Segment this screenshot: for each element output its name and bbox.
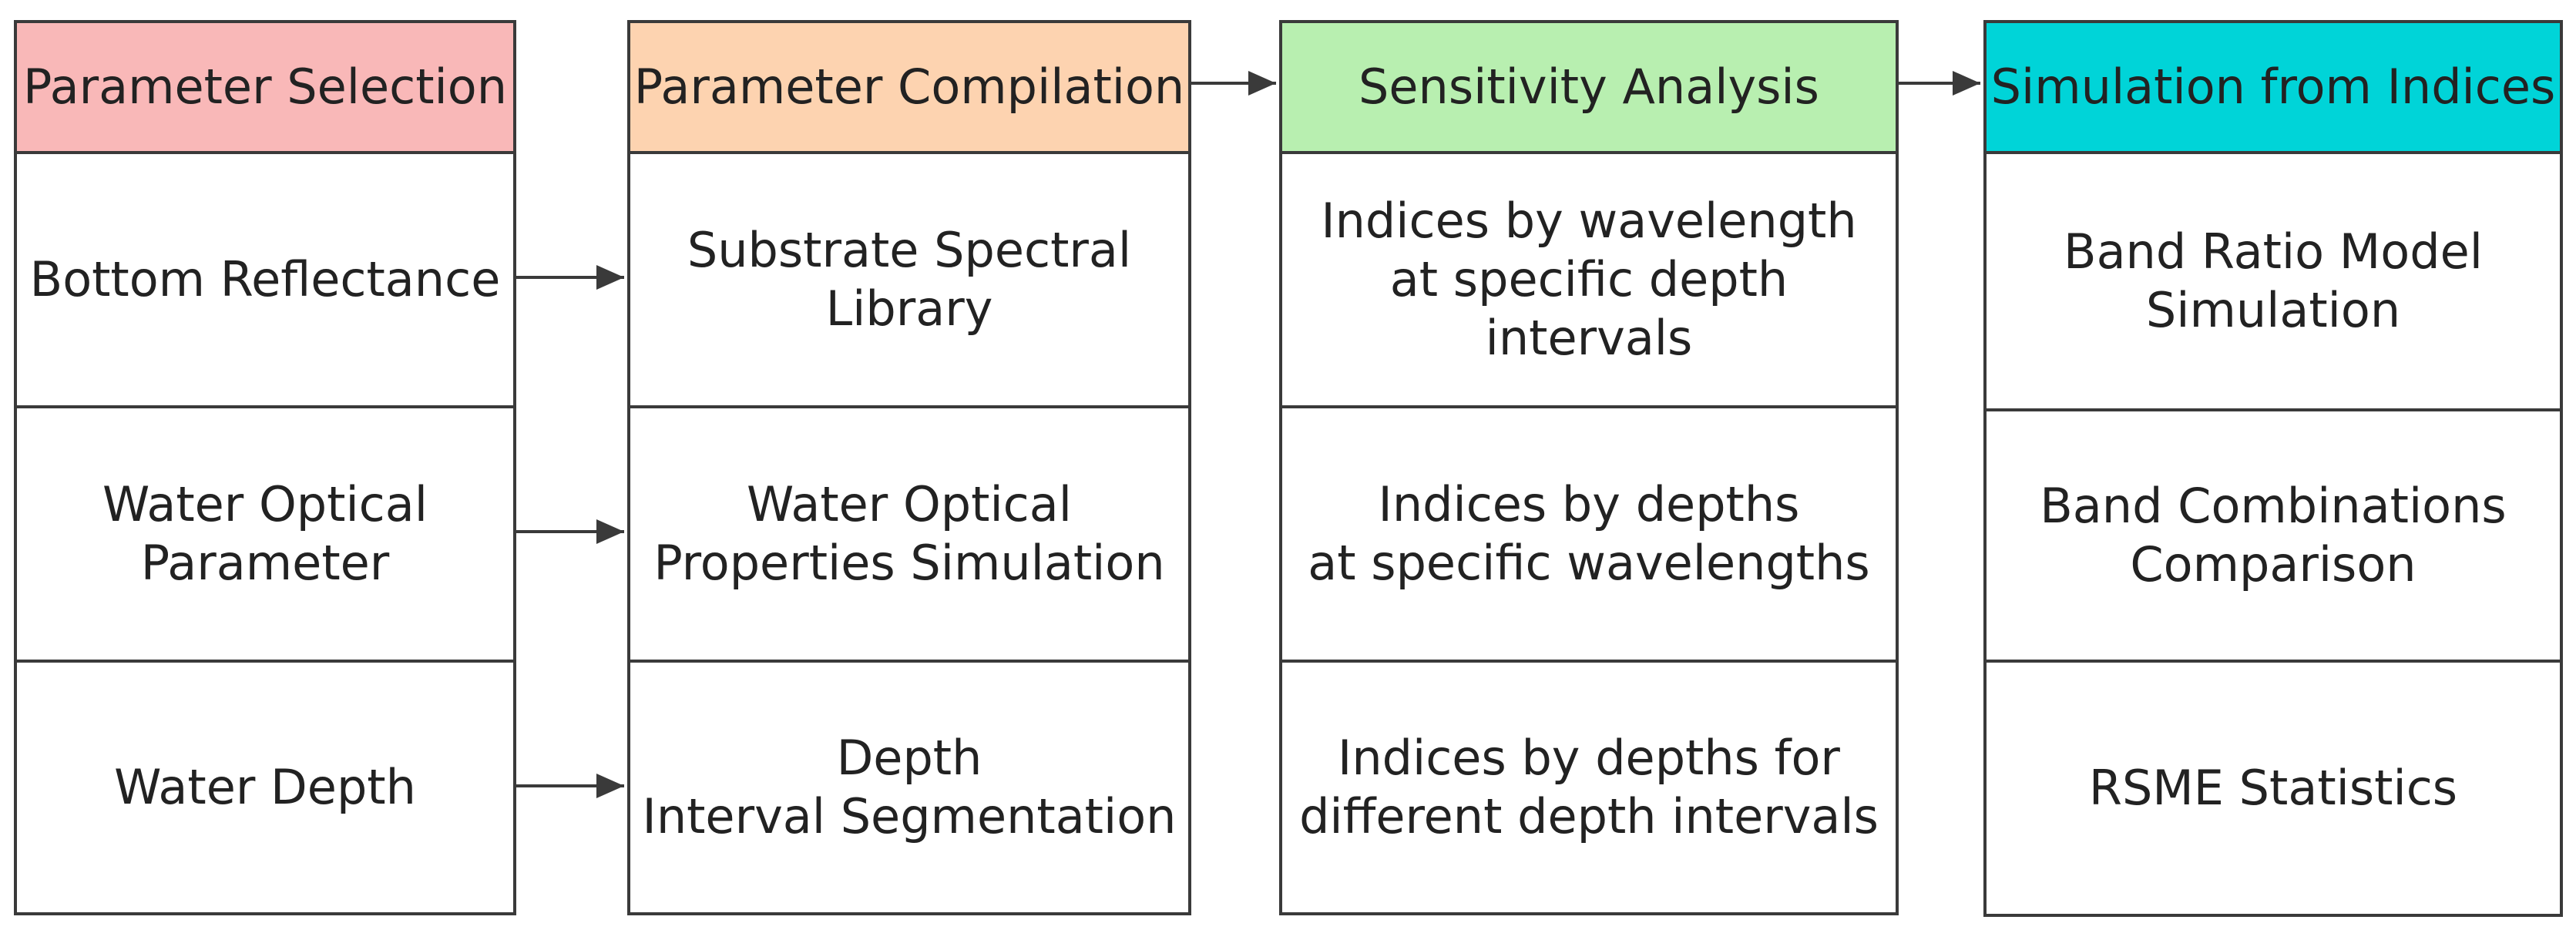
header-label: Parameter Compilation bbox=[633, 59, 1185, 115]
item-label: Band Combinations Comparison bbox=[2040, 478, 2507, 593]
header-label: Sensitivity Analysis bbox=[1359, 59, 1819, 115]
item-label: Water Depth bbox=[114, 759, 416, 815]
item-band-ratio-model-simulation: Band Ratio Model Simulation bbox=[1987, 151, 2560, 408]
item-label: Indices by wavelength at specific depth … bbox=[1321, 193, 1857, 366]
item-label: Bottom Reflectance bbox=[29, 251, 501, 307]
item-bottom-reflectance: Bottom Reflectance bbox=[17, 151, 513, 405]
item-label: Indices by depths at specific wavelength… bbox=[1308, 476, 1870, 591]
item-indices-by-depths-wavelengths: Indices by depths at specific wavelength… bbox=[1282, 405, 1896, 660]
item-indices-by-wavelength: Indices by wavelength at specific depth … bbox=[1282, 151, 1896, 405]
header-simulation-from-indices: Simulation from Indices bbox=[1987, 23, 2560, 151]
header-sensitivity-analysis: Sensitivity Analysis bbox=[1282, 23, 1896, 151]
item-water-depth: Water Depth bbox=[17, 660, 513, 912]
column-simulation-from-indices: Simulation from Indices Band Ratio Model… bbox=[1983, 20, 2563, 917]
item-label: Water Optical Parameter bbox=[102, 476, 428, 591]
item-rsme-statistics: RSME Statistics bbox=[1987, 660, 2560, 914]
item-label: RSME Statistics bbox=[2088, 760, 2458, 816]
item-label: Substrate Spectral Library bbox=[687, 222, 1132, 337]
item-water-optical-properties-simulation: Water Optical Properties Simulation bbox=[630, 405, 1188, 660]
header-label: Simulation from Indices bbox=[1990, 59, 2556, 115]
item-indices-by-depths-intervals: Indices by depths for different depth in… bbox=[1282, 660, 1896, 912]
item-label: Water Optical Properties Simulation bbox=[653, 476, 1165, 591]
item-label: Indices by depths for different depth in… bbox=[1299, 730, 1879, 844]
item-label: Depth Interval Segmentation bbox=[642, 730, 1177, 844]
item-label: Band Ratio Model Simulation bbox=[2064, 223, 2483, 338]
header-parameter-compilation: Parameter Compilation bbox=[630, 23, 1188, 151]
item-depth-interval-segmentation: Depth Interval Segmentation bbox=[630, 660, 1188, 912]
header-label: Parameter Selection bbox=[23, 59, 507, 115]
column-parameter-selection: Parameter Selection Bottom Reflectance W… bbox=[14, 20, 516, 915]
item-substrate-spectral-library: Substrate Spectral Library bbox=[630, 151, 1188, 405]
column-parameter-compilation: Parameter Compilation Substrate Spectral… bbox=[627, 20, 1191, 915]
item-water-optical-parameter: Water Optical Parameter bbox=[17, 405, 513, 660]
column-sensitivity-analysis: Sensitivity Analysis Indices by waveleng… bbox=[1279, 20, 1899, 915]
header-parameter-selection: Parameter Selection bbox=[17, 23, 513, 151]
item-band-combinations-comparison: Band Combinations Comparison bbox=[1987, 408, 2560, 660]
